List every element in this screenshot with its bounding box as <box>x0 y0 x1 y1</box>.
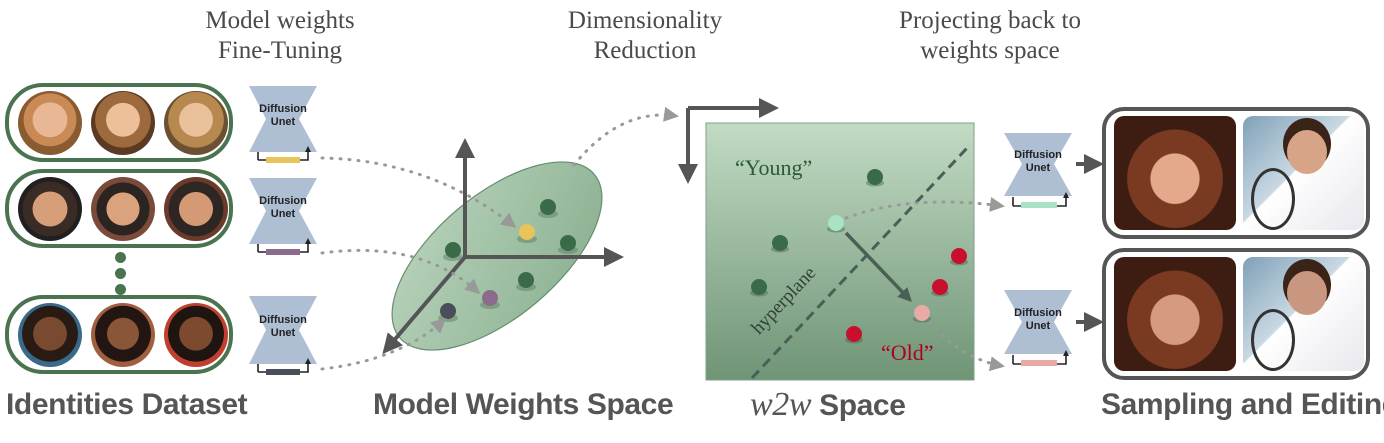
w2w-prefix: w2w <box>750 386 812 423</box>
caption-finetune: Model weights Fine-Tuning <box>175 6 385 66</box>
identity-row-1 <box>5 83 233 162</box>
dotted-connectors-right <box>844 197 1005 372</box>
unet-3 <box>249 296 317 375</box>
section-identities: Identities Dataset <box>6 388 248 421</box>
identity-2-face-c <box>164 177 228 241</box>
identity-2-face-a <box>18 177 82 241</box>
section-w2w-space: w2w Space <box>750 386 906 424</box>
w2w-panel <box>705 122 975 381</box>
caption-reduction-line2: Reduction <box>593 37 697 64</box>
unet-out-young <box>1004 133 1072 208</box>
weight-points <box>438 199 578 322</box>
output-card-young <box>1102 107 1370 239</box>
ellipsis-dots <box>115 252 127 298</box>
identity-1-face-a <box>18 91 82 155</box>
caption-projecting-line2: weights space <box>920 37 1060 64</box>
identity-1-face-c <box>164 91 228 155</box>
output-young-tennis <box>1243 116 1364 230</box>
output-old-portrait <box>1114 257 1236 371</box>
old-label: “Old” <box>881 340 934 365</box>
caption-projecting: Projecting back to weights space <box>875 6 1105 66</box>
identity-row-2 <box>5 169 233 248</box>
dotted-connectors <box>320 106 679 371</box>
identity-1-face-b <box>91 91 155 155</box>
axis-depth <box>382 255 467 355</box>
output-young-portrait <box>1114 116 1236 230</box>
identity-2-face-b <box>91 177 155 241</box>
section-sampling: Sampling and Editing <box>1101 388 1384 421</box>
young-label: “Young” <box>735 155 813 180</box>
w2w-suffix: Space <box>811 389 906 422</box>
hyperplane-line <box>750 145 970 380</box>
caption-reduction-line1: Dimensionality <box>567 7 723 34</box>
identity-3-face-b <box>91 303 155 367</box>
section-weights-space: Model Weights Space <box>373 388 674 421</box>
caption-finetune-line2: Fine-Tuning <box>217 37 343 64</box>
caption-projecting-line1: Projecting back to <box>899 7 1081 34</box>
caption-finetune-line1: Model weights <box>205 7 355 34</box>
identity-3-face-a <box>18 303 82 367</box>
unet-out-old <box>1004 290 1072 366</box>
w2w-points <box>750 169 968 344</box>
unet-1 <box>249 86 317 163</box>
output-card-old <box>1102 248 1370 380</box>
identity-row-3 <box>5 295 233 374</box>
identity-3-face-c <box>164 303 228 367</box>
output-old-tennis <box>1243 257 1364 371</box>
edit-direction-arrow <box>844 231 912 303</box>
caption-reduction: Dimensionality Reduction <box>535 6 755 66</box>
unet-2 <box>249 178 317 255</box>
